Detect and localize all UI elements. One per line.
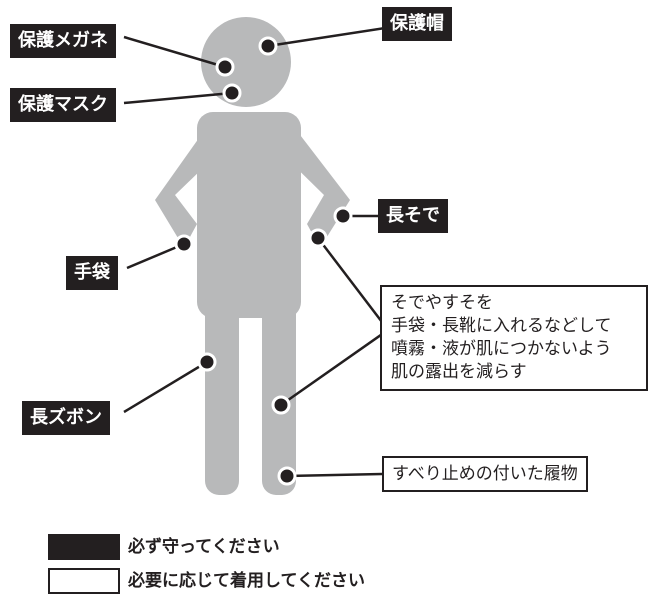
person-figure: [155, 17, 350, 495]
helmet-dot: [258, 36, 278, 56]
left-leg: [205, 290, 239, 495]
label-sleeve-note: そでやすそを 手袋・長靴に入れるなどして 噴霧・液が肌につかないよう 肌の露出を…: [380, 285, 648, 391]
pants-dot: [197, 352, 217, 372]
label-long-pants: 長ズボン: [22, 401, 110, 435]
marker-dots: [174, 36, 353, 486]
note-line-3: 噴霧・液が肌につかないよう: [391, 339, 612, 359]
right-leg: [262, 290, 296, 495]
note-line-4: 肌の露出を減らす: [391, 362, 527, 382]
shoes-dot: [277, 466, 297, 486]
label-shoes: すべり止めの付いた履物: [382, 456, 588, 492]
tuck-dot: [308, 228, 328, 248]
legend-required-swatch: [48, 534, 120, 560]
label-gloves: 手袋: [66, 256, 118, 290]
legend-as-needed-swatch: [48, 568, 120, 594]
legend-required-text: 必ず守ってください: [128, 537, 280, 557]
legend-as-needed-text: 必要に応じて着用してください: [128, 571, 365, 591]
note-line-1: そでやすそを: [391, 293, 493, 313]
goggles-dot: [215, 57, 235, 77]
boots-dot: [271, 395, 291, 415]
mask-dot: [222, 83, 242, 103]
sleeves-dot: [333, 206, 353, 226]
label-helmet: 保護帽: [382, 7, 452, 41]
right-arm: [268, 114, 350, 248]
left-arm: [155, 114, 232, 248]
gloves-dot: [174, 234, 194, 254]
label-mask: 保護マスク: [10, 88, 116, 122]
label-long-sleeves: 長そで: [378, 199, 448, 233]
label-goggles: 保護メガネ: [10, 24, 116, 58]
note-line-2: 手袋・長靴に入れるなどして: [391, 316, 612, 336]
torso: [197, 112, 301, 318]
